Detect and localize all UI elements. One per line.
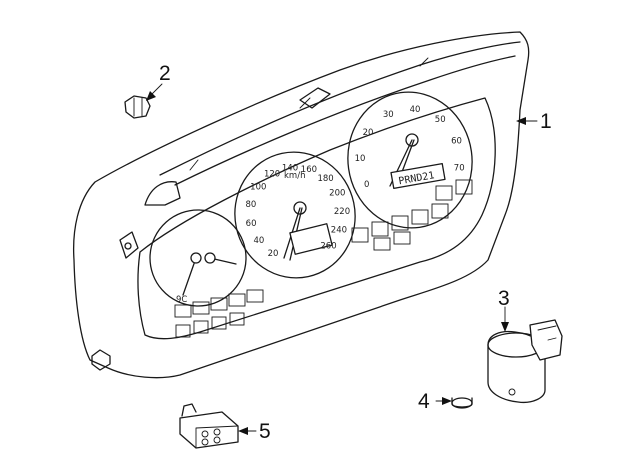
speedometer-tick-180: 180 [317,174,333,184]
tachometer-tick-60: 60 [451,137,462,147]
callout-4: 4 [418,390,430,413]
speedometer-tick-240: 240 [331,226,347,236]
speedometer-tick-100: 100 [250,183,266,193]
indicator-lamps [351,179,473,251]
bulb-socket-part-2 [124,95,151,119]
tachometer-tick-0: 0 [364,180,369,190]
callout-1: 1 [540,110,552,133]
callout-leaders [146,83,538,435]
tachometer-tick-labels: 0 10 20 30 40 50 60 70 [355,105,465,190]
callout-2: 2 [159,62,171,85]
callout-5: 5 [259,420,271,443]
speedometer-tick-80: 80 [245,200,256,210]
callout-3: 3 [498,287,510,310]
tachometer-tick-10: 10 [355,154,366,164]
tachometer-tick-70: 70 [454,164,465,174]
speedometer-tick-160: 160 [301,165,317,175]
connector-part-3 [487,319,563,404]
speedometer-tick-260: 260 [320,242,336,252]
tachometer-tick-50: 50 [435,115,446,125]
tachometer-tick-30: 30 [383,110,394,120]
speedometer-tick-20: 20 [268,249,279,259]
tachometer-tick-20: 20 [363,128,374,138]
speedometer-tick-60: 60 [246,219,257,229]
bulb-holder-part-5 [179,403,239,449]
speedometer-unit: km/h [284,171,305,181]
speedometer-tick-220: 220 [334,207,350,217]
speedometer-tick-40: 40 [253,236,264,246]
left-gauge-scale: 9C [176,295,187,305]
grommet-part-4 [451,397,473,409]
speedometer-tick-200: 200 [329,189,345,199]
fuel-temp-gauge: 9C [149,209,264,338]
speedometer-tick-140: 140 [282,163,298,173]
tachometer-tick-40: 40 [410,105,421,115]
speedometer-tick-120: 120 [264,170,280,180]
